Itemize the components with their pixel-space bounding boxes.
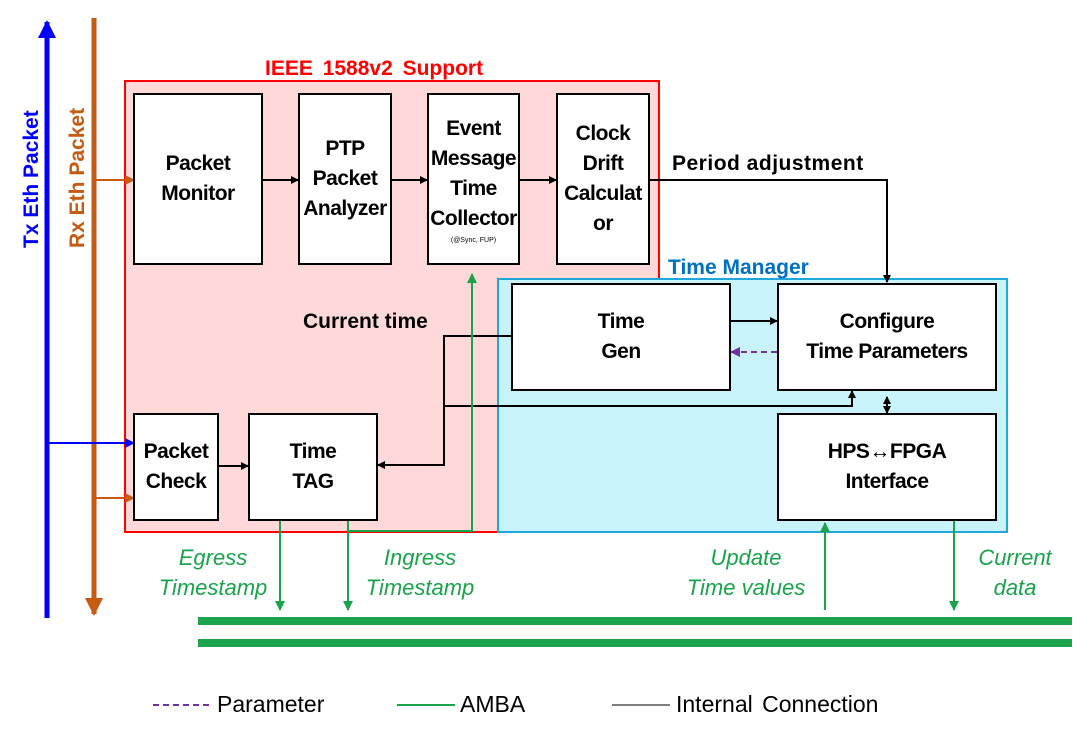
label-line: Timestamp xyxy=(365,575,475,600)
block-label: Calculat xyxy=(564,182,642,205)
label-line: Time values xyxy=(686,575,806,600)
block-label: HPS↔FPGA xyxy=(827,440,947,463)
block-label: Time xyxy=(597,310,645,333)
block-label: Message xyxy=(430,146,517,170)
block-label: or xyxy=(593,212,614,235)
block-label: Drift xyxy=(582,152,624,175)
label-line: Update xyxy=(710,545,782,570)
label-line: Egress xyxy=(178,545,248,570)
label-line: Current xyxy=(978,545,1052,570)
block-label: PTP xyxy=(325,137,365,160)
event-message-time-collector-block: Event Message Time Collector (@Sync, FUP… xyxy=(427,93,520,265)
block-label: Collector xyxy=(430,206,517,230)
block-label: Configure xyxy=(839,310,935,333)
block-label: Event xyxy=(446,116,501,140)
time-tag-block: Time TAG xyxy=(248,413,378,521)
block-label: Monitor xyxy=(161,182,235,205)
legend-internal-connection-label: Internal Connection xyxy=(676,691,879,717)
legend-amba-label: AMBA xyxy=(460,691,526,717)
block-label: Gen xyxy=(601,340,641,363)
block-label: TAG xyxy=(292,470,334,493)
clock-drift-calculator-block: Clock Drift Calculat or xyxy=(556,93,650,265)
block-label: Time Parameters xyxy=(806,340,968,363)
block-label: Time xyxy=(450,176,497,200)
block-label: Packet xyxy=(312,167,378,190)
current-data-label: Current data xyxy=(962,543,1068,603)
block-label: Clock xyxy=(575,122,631,145)
rx-eth-packet-label: Rx Eth Packet xyxy=(66,107,89,248)
egress-timestamp-label: Egress Timestamp xyxy=(146,543,280,603)
block-label: Interface xyxy=(845,470,929,493)
block-note: (@Sync, FUP) xyxy=(450,236,497,244)
ingress-timestamp-label: Ingress Timestamp xyxy=(352,543,488,603)
ieee-region-title: IEEE 1588v2 Support xyxy=(265,57,484,80)
block-label: Time xyxy=(289,440,337,463)
label-line: data xyxy=(993,575,1037,600)
packet-check-block: Packet Check xyxy=(133,413,219,521)
packet-monitor-block: Packet Monitor xyxy=(133,93,263,265)
time-manager-title: Time Manager xyxy=(668,256,809,279)
tx-eth-packet-label: Tx Eth Packet xyxy=(20,110,43,248)
time-gen-block: Time Gen xyxy=(511,283,731,391)
legend-parameter-label: Parameter xyxy=(217,691,325,717)
block-label: Analyzer xyxy=(303,197,387,220)
block-label: Packet xyxy=(143,440,209,463)
block-label: Packet xyxy=(165,152,231,175)
configure-time-parameters-block: Configure Time Parameters xyxy=(777,283,997,391)
period-adjustment-label: Period adjustment xyxy=(672,152,864,175)
update-time-values-label: Update Time values xyxy=(673,543,819,603)
block-label: Check xyxy=(145,470,207,493)
hps-fpga-interface-block: HPS↔FPGA Interface xyxy=(777,413,997,521)
ptp-packet-analyzer-block: PTP Packet Analyzer xyxy=(298,93,392,265)
label-line: Ingress xyxy=(383,545,457,570)
current-time-label: Current time xyxy=(303,310,428,333)
label-line: Timestamp xyxy=(158,575,268,600)
